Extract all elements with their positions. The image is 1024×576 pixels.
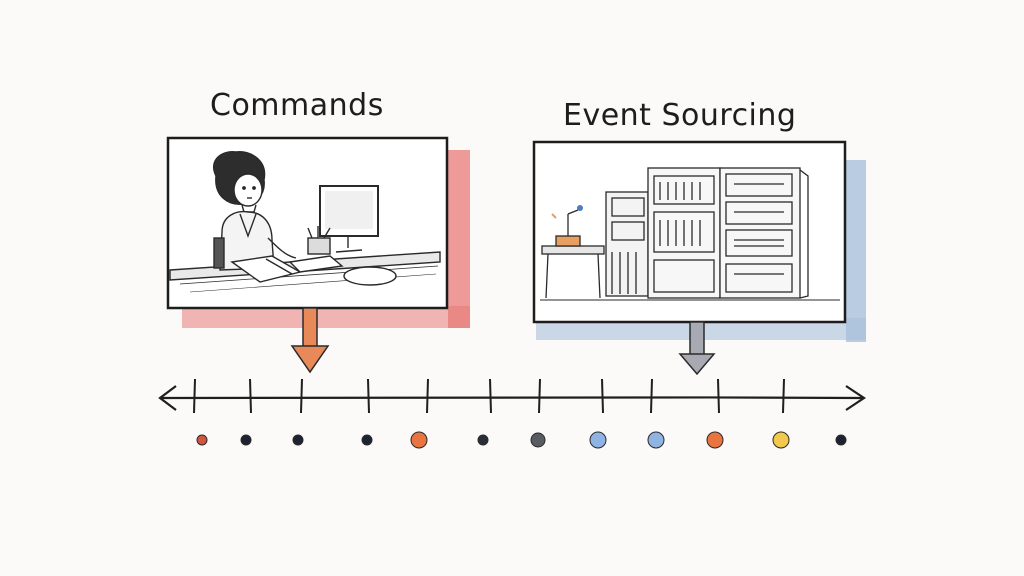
timeline-event-dot	[647, 431, 665, 449]
timeline-event-dot	[240, 434, 252, 446]
timeline-tick	[650, 378, 653, 414]
commands-title: Commands	[210, 88, 384, 123]
timeline-tick	[300, 378, 303, 414]
timeline-event-dot	[361, 434, 373, 446]
commands-down-arrow	[290, 307, 330, 374]
timeline-event-dot	[772, 431, 790, 449]
timeline-ticks	[193, 378, 785, 414]
timeline	[158, 378, 866, 449]
timeline-event-dot	[292, 434, 304, 446]
timeline-tick	[193, 378, 196, 414]
timeline-event-dots	[196, 431, 847, 449]
timeline-tick	[367, 378, 370, 414]
timeline-left-arrowhead	[158, 385, 177, 411]
timeline-event-dot	[410, 431, 428, 449]
event-sourcing-panel	[532, 140, 866, 376]
commands-frame	[166, 136, 449, 310]
event-sourcing-down-arrow	[678, 321, 716, 376]
timeline-event-dot	[196, 434, 208, 446]
filing-cabinets-illustration	[540, 167, 840, 301]
person-at-desk-illustration	[169, 151, 441, 293]
timeline-tick	[538, 378, 541, 414]
commands-accent-side	[448, 150, 470, 328]
timeline-event-dot	[835, 434, 847, 446]
timeline-tick	[717, 378, 720, 414]
timeline-event-dot	[589, 431, 607, 449]
commands-panel	[166, 136, 470, 374]
timeline-tick	[426, 378, 429, 414]
timeline-event-dot	[477, 434, 489, 446]
timeline-axis	[161, 396, 863, 400]
timeline-tick	[782, 378, 785, 414]
timeline-tick	[489, 378, 492, 414]
timeline-event-dot	[530, 432, 546, 448]
timeline-event-dot	[706, 431, 724, 449]
event-sourcing-accent-side	[846, 160, 866, 342]
timeline-right-arrowhead	[845, 385, 866, 411]
timeline-tick	[249, 378, 252, 414]
commands-accent-bottom	[182, 306, 470, 328]
event-sourcing-title: Event Sourcing	[563, 98, 797, 133]
timeline-tick	[601, 378, 604, 414]
